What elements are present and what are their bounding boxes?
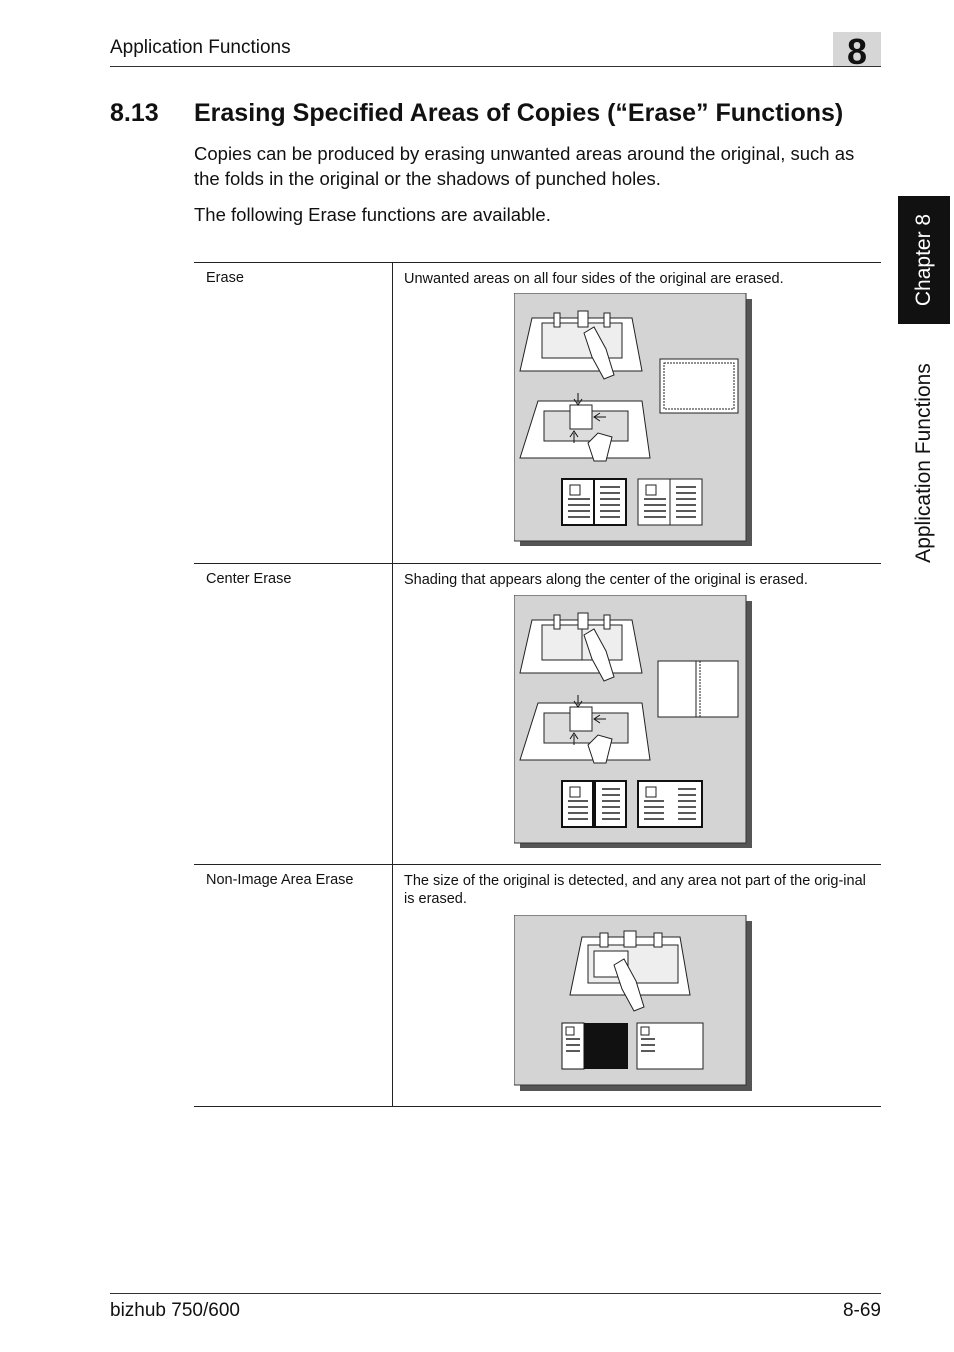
chapter-tab-label: Chapter 8 <box>912 213 936 307</box>
chapter-number: 8 <box>846 31 868 72</box>
section-number: 8.13 <box>110 99 159 127</box>
function-description: Unwanted areas on all four sides of the … <box>404 271 784 287</box>
function-name: Non-Image Area Erase <box>206 872 354 888</box>
running-header-title: Application Functions <box>110 37 291 58</box>
erase-functions-table: Erase Unwanted areas on all four sides o… <box>194 262 881 1107</box>
table-rule <box>194 262 881 263</box>
intro-paragraph: The following Erase functions are availa… <box>194 204 551 225</box>
table-rule <box>194 1106 881 1107</box>
footer-model: bizhub 750/600 <box>110 1300 240 1321</box>
section-title: Erasing Specified Areas of Copies (“Eras… <box>194 99 844 127</box>
table-rule <box>194 563 881 564</box>
header-divider <box>110 66 881 67</box>
table-rule <box>194 864 881 865</box>
section-tab-label: Application Functions <box>912 362 935 563</box>
intro-paragraph: Copies can be produced by erasing unwant… <box>194 143 855 189</box>
chapter-tab[interactable] <box>898 196 950 324</box>
function-name: Center Erase <box>206 571 292 587</box>
footer-page-number: 8-69 <box>842 1300 881 1321</box>
function-name: Erase <box>206 270 244 286</box>
footer-divider <box>110 1293 881 1294</box>
function-description: Shading that appears along the center of… <box>404 572 808 588</box>
table-column-divider <box>392 262 393 1107</box>
center-erase-illustration <box>514 595 754 850</box>
function-description: The size of the original is detected, an… <box>404 873 866 907</box>
chapter-number-box <box>833 32 881 66</box>
non-image-area-erase-illustration <box>514 915 754 1091</box>
erase-illustration <box>514 293 754 548</box>
